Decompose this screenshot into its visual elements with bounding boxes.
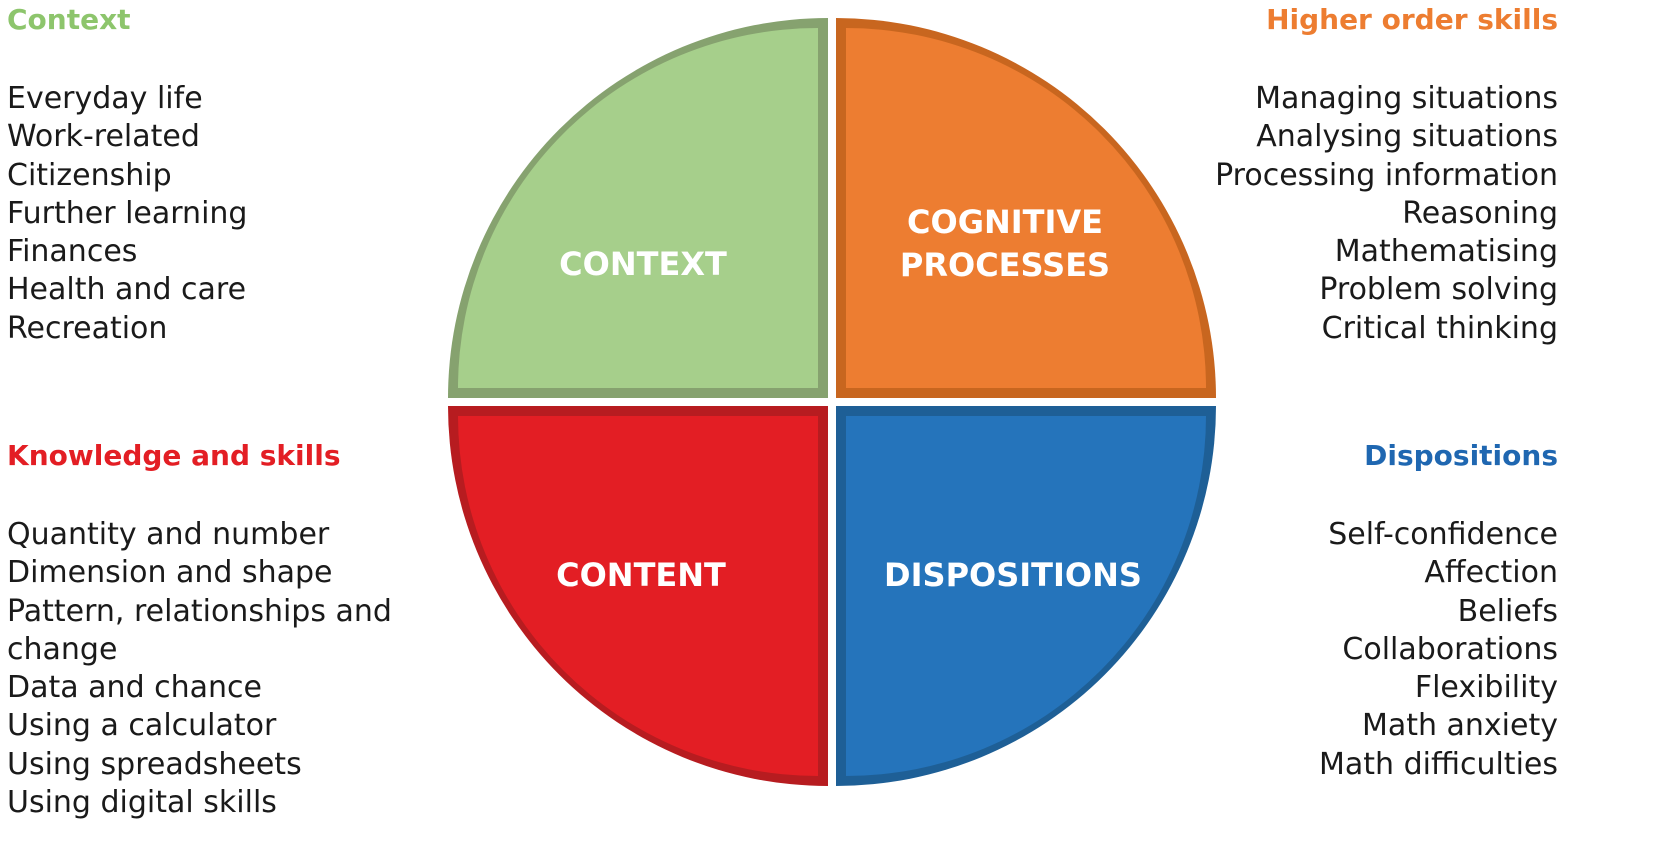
knowledge-skills-heading: Knowledge and skills [7,439,341,472]
context-quadrant-label: CONTEXT [559,245,727,283]
list-item: Citizenship [7,157,172,193]
list-item: Problem solving [1319,272,1558,308]
list-item: Collaborations [1342,631,1558,667]
list-item: Dimension and shape [7,555,333,591]
list-item: Using digital skills [7,785,277,821]
list-item: Finances [7,234,138,270]
list-item: Math anxiety [1361,708,1558,744]
list-item: Quantity and number [7,517,330,552]
list-item: Analysing situations [1256,119,1558,155]
cognitive-quadrant-label-line2: PROCESSES [900,246,1110,284]
list-item: Self-confidence [1328,517,1558,552]
list-item: Beliefs [1457,593,1558,629]
list-item: Processing information [1215,157,1558,193]
list-item: Pattern, relationships and change [7,593,392,667]
list-item: Critical thinking [1321,310,1558,346]
list-item: Further learning [7,195,248,231]
higher-order-skills-heading: Higher order skills [1266,3,1558,36]
list-item: Work-related [7,119,200,155]
dispositions-heading: Dispositions [1364,439,1558,472]
list-item: Everyday life [7,81,203,116]
list-item: Reasoning [1402,195,1558,231]
list-item: Health and care [7,272,247,308]
list-item: Affection [1424,555,1558,591]
list-item: Using spreadsheets [7,746,302,782]
content-quadrant-label: CONTENT [556,556,726,594]
list-item: Recreation [7,310,168,346]
cognitive-quadrant-label-line1: COGNITIVE [907,203,1103,241]
dispositions-quadrant-label: DISPOSITIONS [884,556,1142,594]
list-item: Data and chance [7,670,262,706]
context-heading: Context [7,3,131,36]
list-item: Using a calculator [7,708,277,744]
knowledge-skills-panel: Knowledge and skills Quantity and number… [7,438,447,822]
list-item: Managing situations [1255,81,1558,116]
list-item: Flexibility [1414,670,1558,706]
list-item: Math difficulties [1319,746,1558,782]
list-item: Mathematising [1334,234,1558,270]
